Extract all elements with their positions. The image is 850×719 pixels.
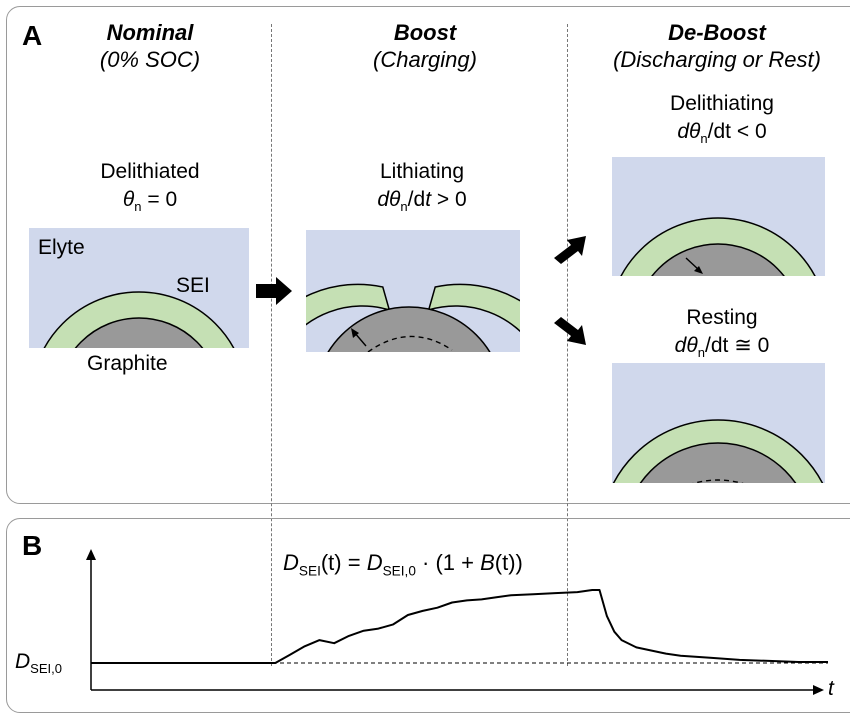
expansion-arrowhead xyxy=(351,328,359,338)
lithiation-front xyxy=(692,479,744,483)
graphite-core xyxy=(639,442,797,483)
state-equation: dθn/dt ≅ 0 xyxy=(674,334,770,361)
arrow-to-resting xyxy=(554,317,586,345)
state-equation: dθn/dt > 0 xyxy=(377,188,467,215)
state-resting: Resting dθn/dt ≅ 0 xyxy=(617,304,827,367)
panel-b-label: B xyxy=(22,530,43,561)
state-equation: θn = 0 xyxy=(122,188,178,215)
particle-resting xyxy=(612,363,825,483)
column-header-boost: Boost (Charging) xyxy=(330,19,520,73)
label-graphite: Graphite xyxy=(87,352,168,375)
header-subtitle: (Charging) xyxy=(373,47,477,72)
arrow-to-delithiating xyxy=(554,236,586,264)
header-title: De-Boost xyxy=(668,20,766,45)
sei-layer-left xyxy=(306,283,391,326)
column-header-deboost: De-Boost (Discharging or Rest) xyxy=(588,19,846,73)
particle-nominal xyxy=(29,228,249,348)
equation-dsei: DSEI(t) = DSEI,0 · (1 + B(t)) xyxy=(283,550,523,579)
panel-a xyxy=(6,6,850,504)
x-axis-label: t xyxy=(828,677,834,700)
lithiation-front xyxy=(367,335,453,352)
divider-boost-end xyxy=(567,24,568,666)
graphite-core xyxy=(74,317,204,348)
header-subtitle: (Discharging or Rest) xyxy=(613,47,821,72)
state-name: Delithiating xyxy=(670,92,774,115)
graphite-core xyxy=(651,243,785,276)
y-axis-arrowhead xyxy=(86,549,96,560)
panel-a-label: A xyxy=(22,20,43,51)
label-elyte: Elyte xyxy=(38,236,85,259)
graphite-core xyxy=(327,306,491,352)
y0-label: DSEI,0 xyxy=(15,650,63,677)
dsei-curve xyxy=(91,589,828,664)
label-sei: SEI xyxy=(176,274,210,297)
column-header-nominal: Nominal (0% SOC) xyxy=(60,19,240,73)
header-title: Nominal xyxy=(106,20,194,45)
sei-layer-right xyxy=(427,283,520,333)
state-name: Delithiated xyxy=(100,160,200,183)
header-subtitle: (0% SOC) xyxy=(99,47,201,72)
header-title: Boost xyxy=(393,20,457,45)
state-delithiated: Delithiated θn = 0 xyxy=(50,158,250,221)
arrow-nominal-to-boost xyxy=(256,277,292,305)
x-axis-arrowhead xyxy=(813,685,824,695)
state-lithiating: Lithiating dθn/dt > 0 xyxy=(322,158,522,221)
state-name: Resting xyxy=(686,306,758,329)
state-name: Lithiating xyxy=(379,160,465,183)
contraction-arrow xyxy=(685,257,700,271)
particle-lithiating xyxy=(306,230,520,352)
state-equation: dθn/dt < 0 xyxy=(677,120,767,147)
particle-delithiating xyxy=(612,157,825,276)
state-delithiating: Delithiating dθn/dt < 0 xyxy=(617,90,827,153)
panel-b xyxy=(6,518,850,713)
contraction-arrowhead xyxy=(694,266,703,274)
divider-boost-start xyxy=(271,24,272,666)
